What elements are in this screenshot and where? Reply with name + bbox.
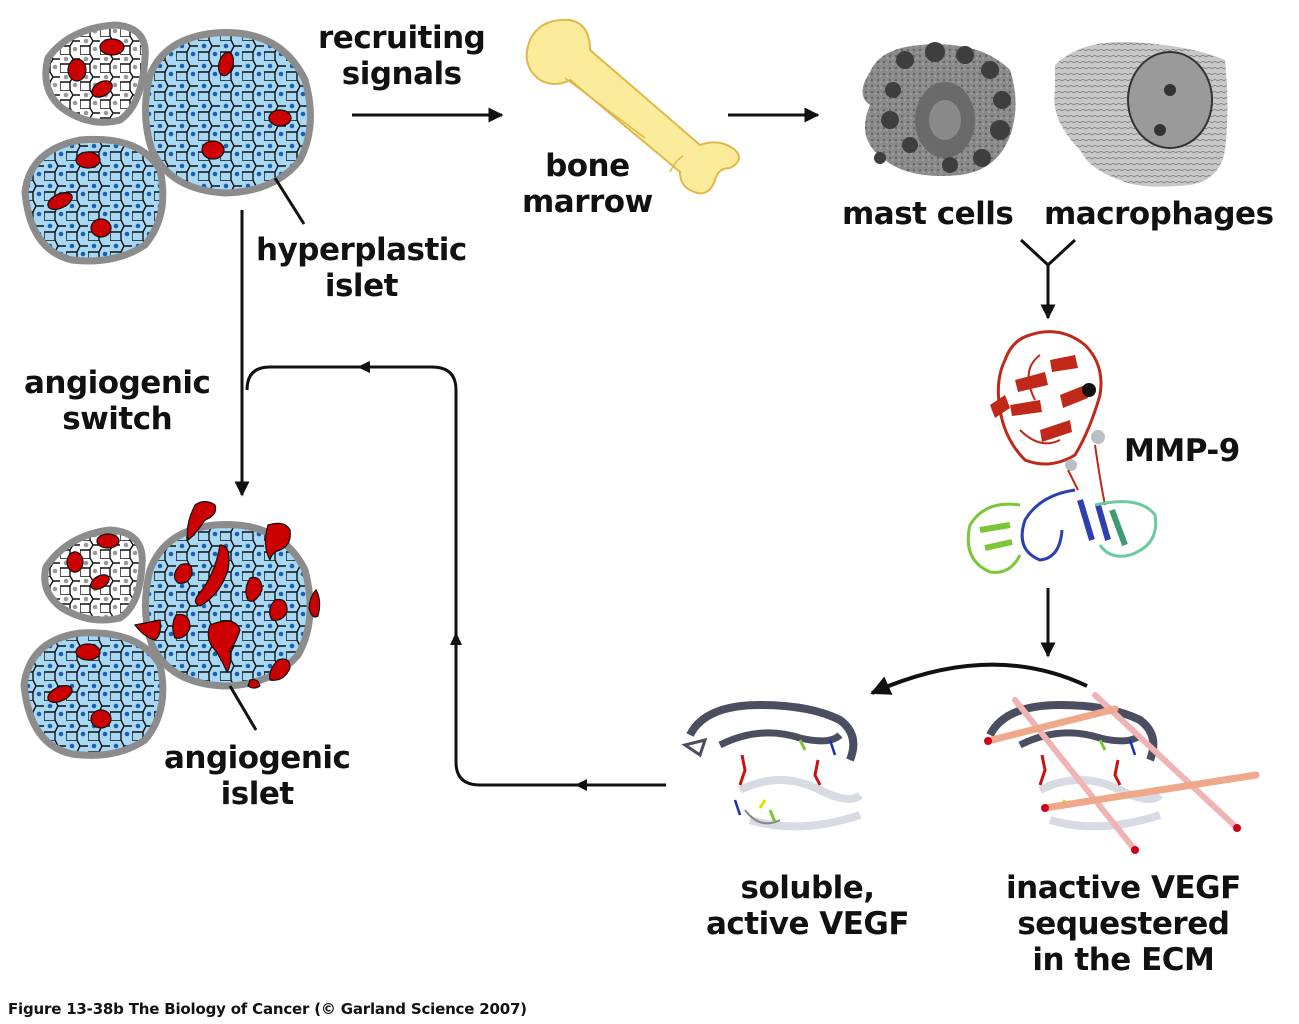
hyperplastic-islet-label: hyperplastic islet: [256, 232, 467, 304]
mast-cells-label: mast cells: [842, 196, 1014, 232]
angiogenic-switch-label: angiogenic switch: [24, 365, 211, 437]
bone-marrow-illustration: [525, 18, 740, 195]
mmp9-label: MMP-9: [1124, 433, 1240, 469]
cells-converge-y: [1019, 238, 1077, 318]
hyperplastic-islet-leader: [273, 177, 306, 225]
label-line: marrow: [522, 184, 653, 220]
vessel: [99, 38, 125, 56]
vessel: [90, 709, 112, 729]
soluble-vegf-structure: [681, 700, 863, 831]
label-line: hyperplastic: [256, 232, 467, 268]
vessel: [268, 109, 292, 127]
feedback-loop-arrow: [245, 365, 666, 787]
label-line: in the ECM: [1032, 942, 1215, 978]
macrophages-label: macrophages: [1044, 196, 1274, 232]
recruiting-signals-label: recruiting signals: [318, 20, 486, 92]
feedback-arrowhead-top: [357, 361, 370, 373]
vessel: [75, 151, 101, 169]
angiogenic-islet-illustration: [20, 500, 321, 759]
macrophage-micrograph: [1054, 41, 1228, 187]
angiogenic-vessels: [133, 500, 321, 689]
label-line: soluble,: [740, 870, 876, 906]
hyperplastic-islet-small: [21, 135, 167, 265]
macrophage-nucleus: [1127, 51, 1213, 149]
feedback-arrowhead-up: [450, 632, 462, 645]
hyperplastic-islet-illustration: [21, 21, 314, 265]
release-vegf-arrow: [870, 662, 1088, 695]
mast-cell-micrograph: [862, 42, 1016, 177]
normal-islet-top: [42, 21, 149, 126]
mmp9-protein-structure: [966, 330, 1158, 574]
vessel: [90, 218, 112, 238]
vessel: [217, 51, 235, 77]
angiogenic-islet-label: angiogenic islet: [164, 740, 351, 812]
hyperplastic-islet-large: [141, 29, 314, 197]
label-line: angiogenic: [24, 365, 211, 401]
label-line: active VEGF: [706, 906, 910, 942]
label-line: recruiting: [318, 20, 486, 56]
inactive-vegf-structure: [984, 692, 1260, 854]
vessel: [47, 192, 73, 210]
label-line: islet: [220, 776, 295, 812]
label-line: sequestered: [1017, 906, 1230, 942]
vessel: [66, 551, 84, 573]
bone-marrow-label: bone marrow: [522, 148, 653, 220]
vessel: [96, 533, 120, 549]
ecm-fibers: [984, 692, 1260, 854]
label-line: bone: [545, 148, 630, 184]
label-line: islet: [324, 268, 399, 304]
label-line: angiogenic: [164, 740, 351, 776]
vessel: [201, 140, 225, 160]
vessel: [75, 643, 101, 661]
normal-islet-bottom: [41, 526, 146, 624]
angiogenic-islet-small: [20, 629, 167, 759]
feedback-arrowhead-bottom: [575, 779, 587, 791]
vessel: [90, 574, 110, 590]
vessel: [91, 80, 113, 98]
label-line: inactive VEGF: [1006, 870, 1241, 906]
label-line: signals: [341, 56, 462, 92]
label-line: switch: [62, 401, 173, 437]
angiogenic-islet-leader: [228, 685, 258, 731]
vessel: [47, 685, 73, 703]
inactive-vegf-label: inactive VEGF sequestered in the ECM: [1006, 870, 1241, 978]
soluble-vegf-label: soluble, active VEGF: [706, 870, 910, 942]
figure-caption: Figure 13-38b The Biology of Cancer (© G…: [8, 1000, 527, 1018]
vessel: [67, 58, 87, 82]
